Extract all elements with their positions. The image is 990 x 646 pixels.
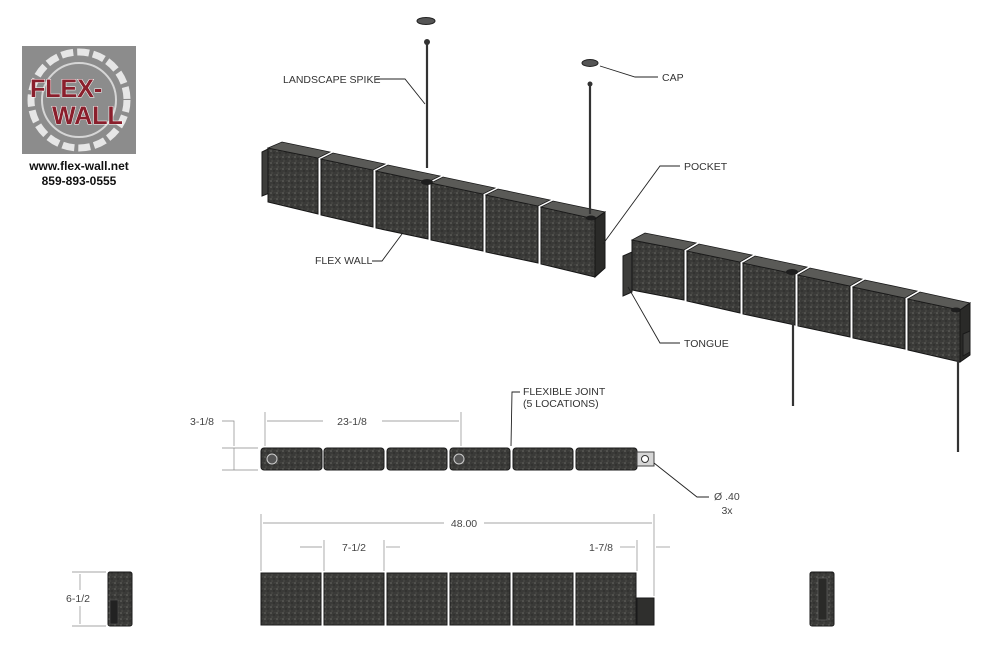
wall-left-block (320, 158, 374, 228)
dimension-line (222, 420, 235, 446)
logo-inner-ring-icon (41, 62, 117, 138)
dim-top-span: 23-1/8 (337, 416, 367, 428)
wall-left-block (267, 147, 319, 215)
side-view-left (107, 571, 133, 627)
callout-flexible-joint-line2: (5 LOCATIONS) (523, 398, 599, 410)
callout-landscape-spike: LANDSCAPE SPIKE (283, 74, 380, 86)
wall-right-block (631, 239, 685, 301)
wall-right-end-tab (962, 330, 971, 357)
pocket-hole-icon (421, 179, 433, 185)
top-view-block (386, 447, 448, 471)
logo-line1: FLEX- (30, 75, 102, 103)
front-view-block (512, 572, 574, 626)
tongue-tab (622, 251, 633, 297)
side-view-tongue (109, 599, 119, 625)
landscape-spikes (416, 17, 960, 452)
dim-hole-count: 3x (721, 505, 733, 517)
front-view-block (323, 572, 385, 626)
top-view-block (260, 447, 323, 471)
wall-left-block-top (484, 188, 552, 207)
leader-line (627, 286, 680, 344)
front-view-block (449, 572, 511, 626)
pocket-hole-icon (786, 269, 798, 275)
phone-text: 859-893-0555 (42, 174, 117, 188)
leader-line (372, 233, 403, 262)
wall-right-block-top (630, 232, 698, 251)
dim-hole-diameter: Ø .40 (714, 491, 740, 503)
leader-line (602, 165, 680, 245)
top-view (260, 447, 655, 471)
leader-line (510, 391, 520, 447)
front-view-block (575, 572, 637, 626)
top-view-block (449, 447, 511, 471)
front-view-block (386, 572, 448, 626)
top-view-block (512, 447, 574, 471)
top-view-block (323, 447, 385, 471)
callout-tongue: TONGUE (684, 338, 729, 350)
callout-pocket: POCKET (684, 161, 728, 173)
wall-left-block-top (429, 176, 497, 195)
callout-flexible-joint-line1: FLEXIBLE JOINT (523, 386, 606, 398)
wall-right-block-top (685, 243, 754, 263)
wall-left-block-top (374, 164, 442, 183)
side-view-pocket (817, 577, 828, 621)
wall-left-block (375, 170, 429, 240)
pocket-hole-icon (586, 215, 596, 221)
isometric-wall-right (622, 232, 971, 363)
pocket-hole-icon (951, 307, 961, 313)
wall-right-block-top (796, 267, 864, 287)
callout-flex-wall: FLEX WALL (315, 255, 373, 267)
wall-left-block (430, 182, 484, 252)
callout-cap: CAP (662, 72, 684, 84)
isometric-wall-left (261, 141, 606, 279)
logo-ring-icon (27, 48, 131, 152)
tongue-tab (636, 597, 655, 626)
pocket-hole-icon (266, 453, 278, 465)
dim-tongue-length: 1-7/8 (589, 542, 613, 554)
leader-line (376, 78, 426, 105)
wall-left-end-face (594, 211, 606, 279)
side-view-right (809, 571, 835, 627)
wall-left-block (485, 194, 539, 264)
website-text: www.flex-wall.net (28, 159, 129, 173)
leader-line (599, 65, 658, 78)
dim-top-height: 3-1/8 (190, 416, 214, 428)
company-logo: FLEX- WALL (22, 46, 136, 154)
dim-total-length: 48.00 (451, 518, 477, 530)
top-view-block (575, 447, 638, 471)
front-view (260, 572, 655, 626)
leader-line (653, 462, 709, 498)
cap-icon (416, 17, 436, 25)
logo-line2: WALL (52, 102, 123, 130)
front-view-block (260, 572, 322, 626)
pocket-hole-icon (453, 453, 465, 465)
cap-icon (581, 59, 599, 67)
wall-left-block-top (266, 141, 332, 159)
wall-left-block-top (319, 152, 387, 171)
wall-right-block-top (851, 279, 919, 299)
dim-block-width: 7-1/2 (342, 542, 366, 554)
tongue-hole-icon (641, 455, 649, 463)
dim-front-height: 6-1/2 (66, 593, 90, 605)
